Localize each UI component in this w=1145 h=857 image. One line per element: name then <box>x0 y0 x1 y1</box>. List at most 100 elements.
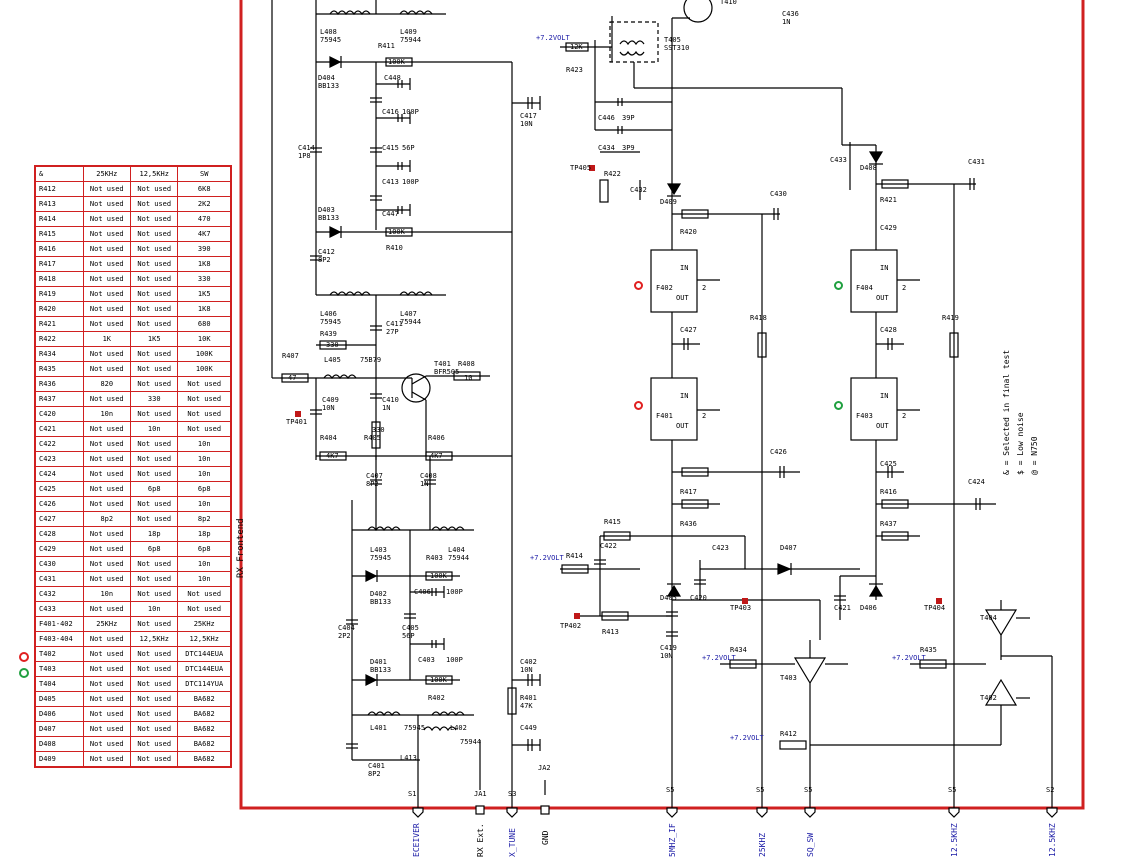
cell-12-5khz: Not used <box>130 691 179 707</box>
svg-text:F404: F404 <box>856 284 873 292</box>
net-label-sq-sw: SQ_SW <box>806 832 815 857</box>
cell-ref: D407 <box>34 721 84 737</box>
cell-12-5khz: Not used <box>130 751 179 768</box>
svg-text:JA2: JA2 <box>538 764 551 772</box>
svg-text:D403: D403 <box>318 206 335 214</box>
cell-ref: C427 <box>34 511 84 527</box>
svg-text:T405: T405 <box>664 36 681 44</box>
cell-25khz: Not used <box>82 736 132 752</box>
cell-25khz: Not used <box>82 691 132 707</box>
sheet-frame <box>239 0 1085 810</box>
cell-sw: 10n <box>177 556 232 572</box>
svg-text:100K: 100K <box>388 58 406 66</box>
svg-text:10N: 10N <box>322 404 335 412</box>
svg-text:100K: 100K <box>388 228 406 236</box>
cell-25khz: Not used <box>82 211 132 227</box>
marker-f401-402-red <box>19 652 29 662</box>
legend-selected: & = Selected in final test <box>1002 349 1011 475</box>
cell-ref: R437 <box>34 391 84 407</box>
cell-25khz: Not used <box>82 466 132 482</box>
svg-text:R412: R412 <box>780 730 797 738</box>
cell-25khz: Not used <box>82 676 132 692</box>
cell-12-5khz: Not used <box>130 376 179 392</box>
svg-text:C404: C404 <box>338 624 355 632</box>
cell-25khz: Not used <box>82 391 132 407</box>
cell-sw: 10n <box>177 571 232 587</box>
marker-f402-red <box>634 281 643 290</box>
svg-text:R403: R403 <box>426 554 443 562</box>
header-25khz: 25KHz <box>82 165 132 182</box>
svg-text:L413: L413 <box>400 754 417 762</box>
cell-12-5khz: Not used <box>130 226 179 242</box>
cell-ref: R418 <box>34 271 84 287</box>
cell-12-5khz: Not used <box>130 586 179 602</box>
marker-f404-green <box>834 281 843 290</box>
cell-ref: T403 <box>34 661 84 677</box>
svg-text:JA1: JA1 <box>474 790 487 798</box>
svg-text:+7.2VOLT: +7.2VOLT <box>892 654 927 662</box>
cell-12-5khz: Not used <box>130 496 179 512</box>
cell-25khz: Not used <box>82 706 132 722</box>
svg-text:330: 330 <box>326 341 339 349</box>
cell-sw: Not used <box>177 421 232 437</box>
svg-text:10N: 10N <box>660 652 673 660</box>
svg-text:TP405: TP405 <box>570 164 591 172</box>
svg-text:R436: R436 <box>680 520 697 528</box>
svg-text:100P: 100P <box>402 108 419 116</box>
cell-ref: R416 <box>34 241 84 257</box>
svg-text:IN: IN <box>880 392 888 400</box>
cell-sw: 10n <box>177 496 232 512</box>
svg-text:L402: L402 <box>450 724 467 732</box>
cell-12-5khz: Not used <box>130 256 179 272</box>
cell-ref: C421 <box>34 421 84 437</box>
svg-text:S5: S5 <box>666 786 674 794</box>
cell-12-5khz: Not used <box>130 646 179 662</box>
cell-sw: 10n <box>177 436 232 452</box>
cell-sw: 10K <box>177 331 232 347</box>
svg-text:47: 47 <box>288 374 296 382</box>
cell-ref: R435 <box>34 361 84 377</box>
svg-text:R407: R407 <box>282 352 299 360</box>
cell-25khz: 25KHz <box>82 616 132 632</box>
svg-text:75945: 75945 <box>404 724 425 732</box>
cell-sw: Not used <box>177 586 232 602</box>
svg-text:C432: C432 <box>630 186 647 194</box>
svg-text:BFR505: BFR505 <box>434 368 459 376</box>
svg-text:C403: C403 <box>418 656 435 664</box>
svg-text:D408: D408 <box>860 164 877 172</box>
net-label-gnd: GND <box>541 830 550 845</box>
cell-12-5khz: Not used <box>130 211 179 227</box>
svg-text:10N: 10N <box>520 120 533 128</box>
cell-ref: R417 <box>34 256 84 272</box>
svg-text:F403: F403 <box>856 412 873 420</box>
svg-text:D407: D407 <box>780 544 797 552</box>
cell-sw: 1K8 <box>177 301 232 317</box>
cell-12-5khz: Not used <box>130 346 179 362</box>
cell-25khz: Not used <box>82 721 132 737</box>
svg-text:R411: R411 <box>378 42 395 50</box>
cell-sw: 25KHz <box>177 616 232 632</box>
cell-25khz: Not used <box>82 751 132 768</box>
cell-ref: C431 <box>34 571 84 587</box>
svg-text:39P: 39P <box>622 114 635 122</box>
cell-sw: Not used <box>177 601 232 617</box>
svg-text:C449: C449 <box>520 724 537 732</box>
cell-12-5khz: Not used <box>130 511 179 527</box>
svg-text:C434: C434 <box>598 144 615 152</box>
cell-25khz: 1K <box>82 331 132 347</box>
svg-text:75945: 75945 <box>370 554 391 562</box>
svg-text:R413: R413 <box>602 628 619 636</box>
svg-text:R414: R414 <box>566 552 583 560</box>
cell-ref: D408 <box>34 736 84 752</box>
